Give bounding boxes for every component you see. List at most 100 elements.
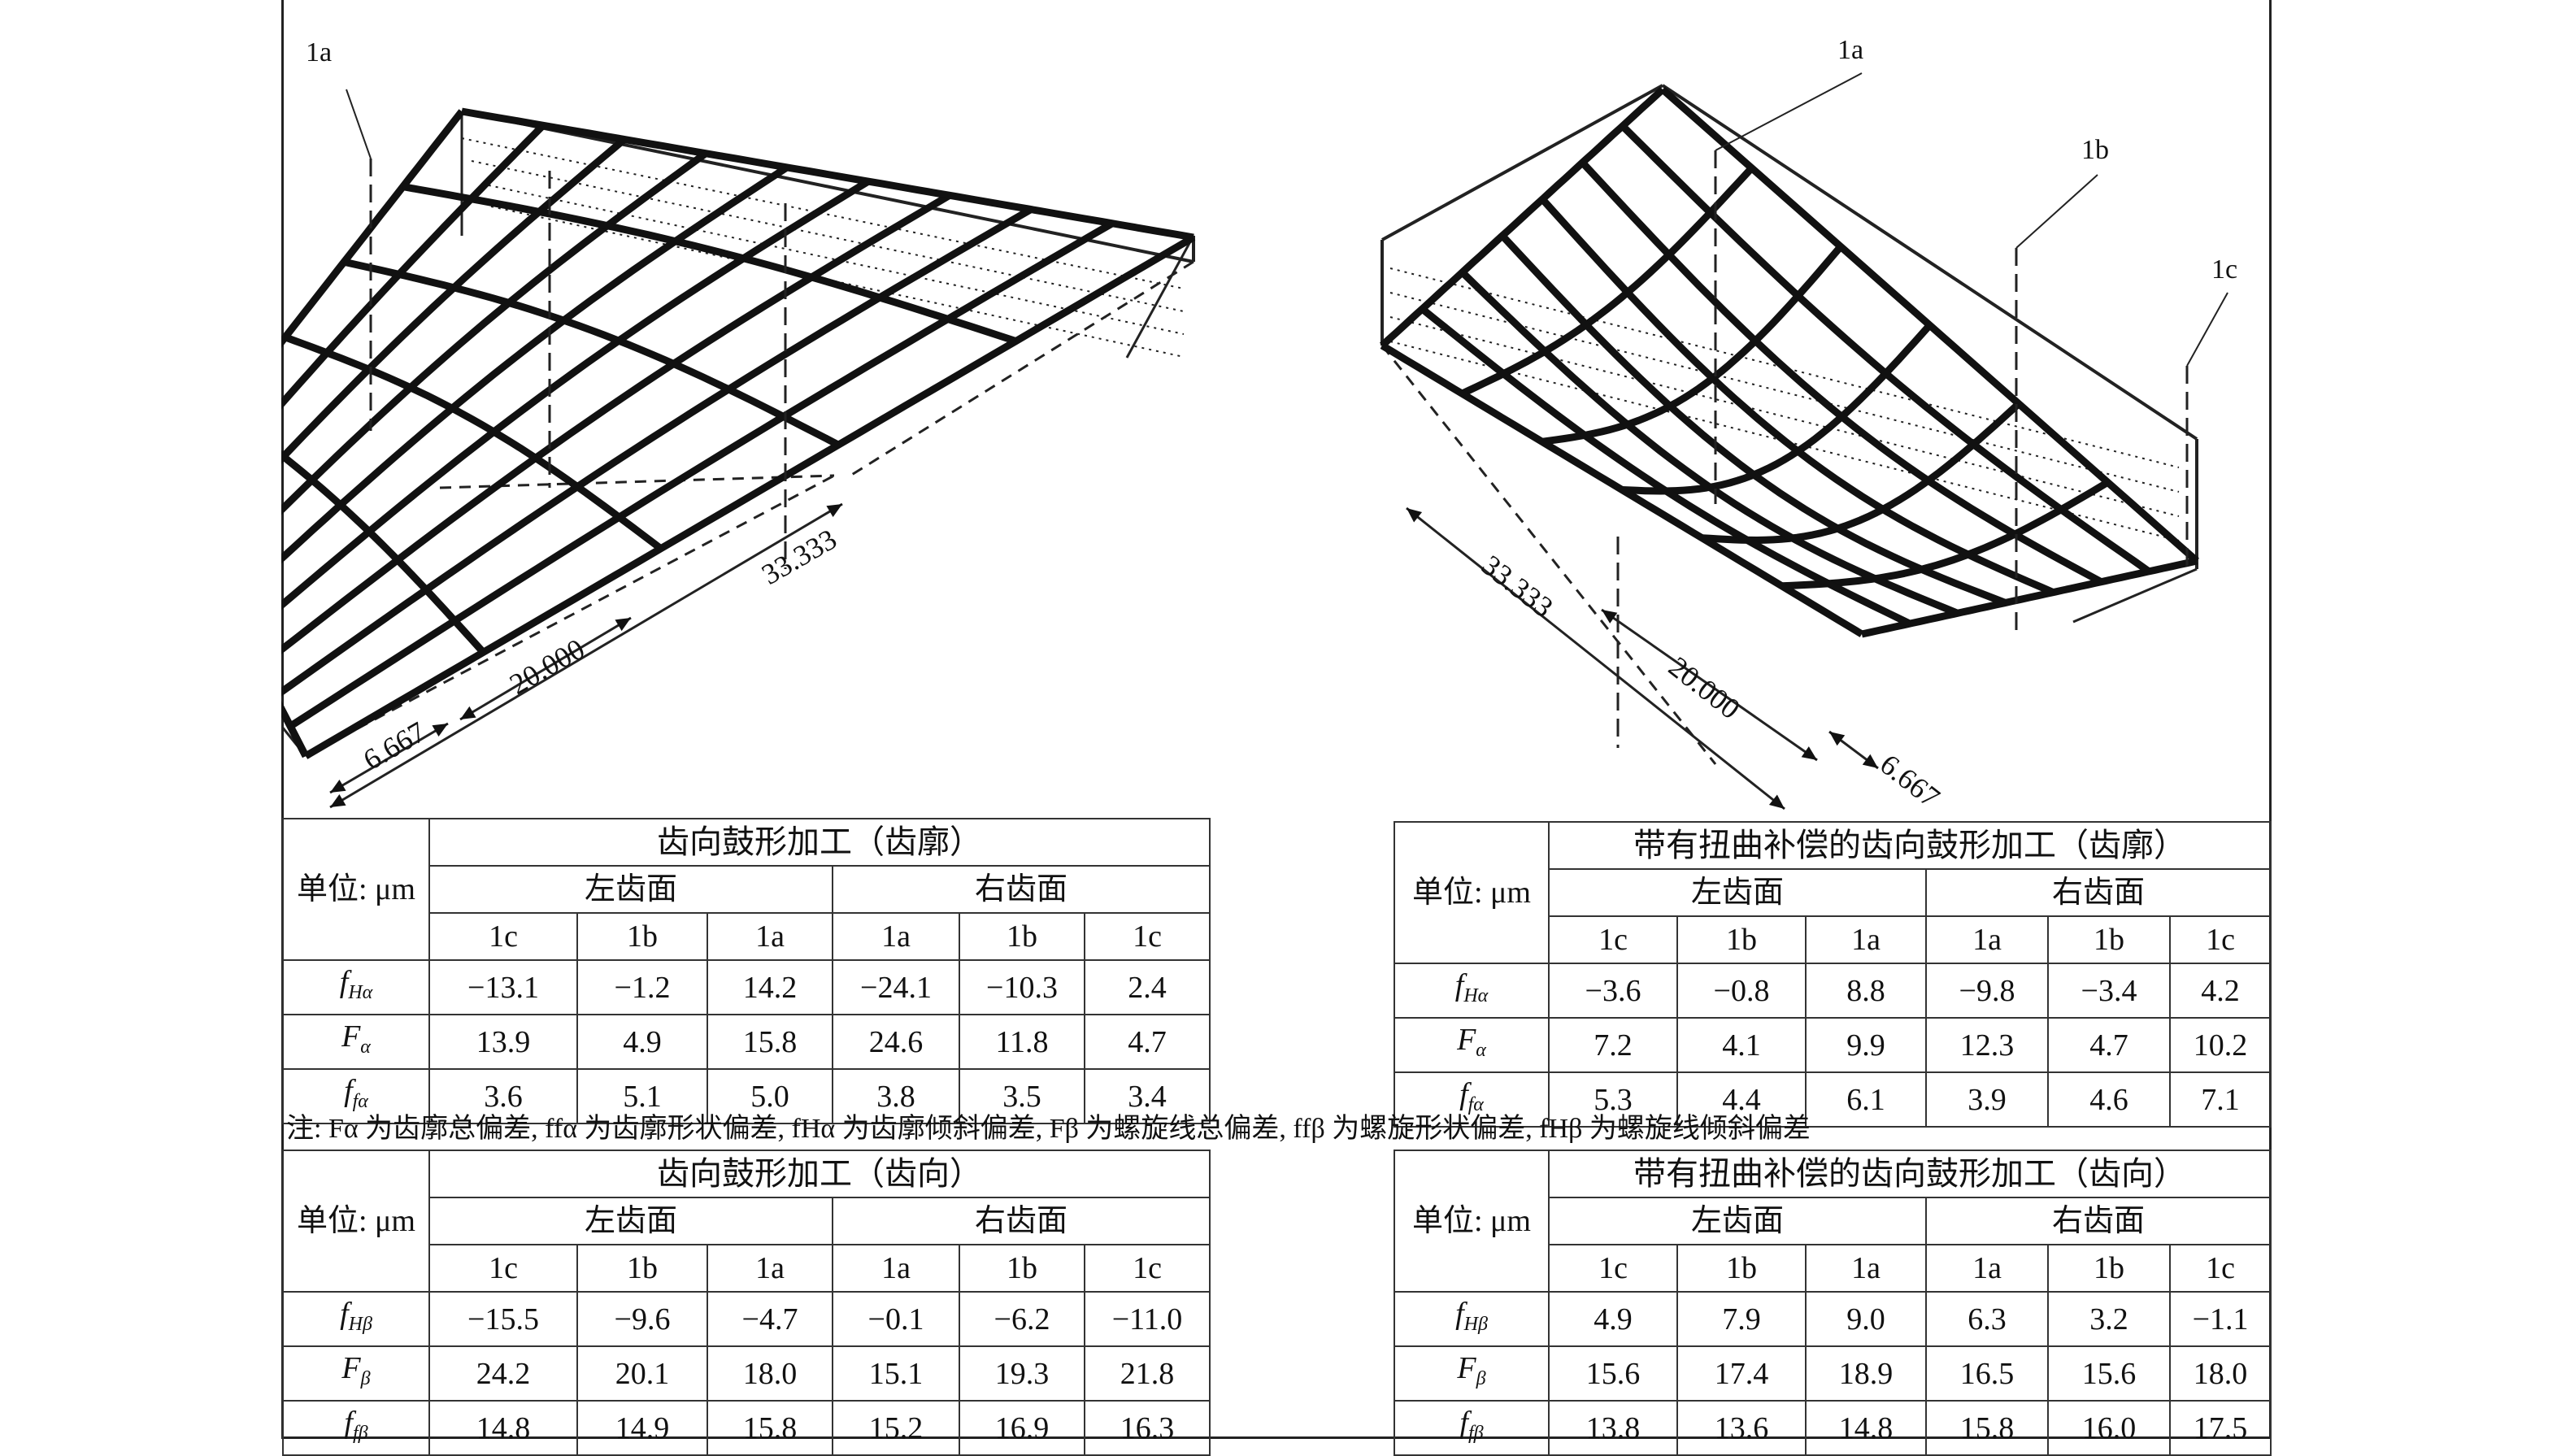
deviation-symbol: fHα — [282, 959, 430, 1015]
table-cell: 10.2 — [2168, 1017, 2272, 1073]
position-header: 1a — [832, 1244, 960, 1293]
unit-label: 单位: μm — [1394, 821, 1550, 964]
position-header: 1c — [1548, 915, 1678, 964]
table-cell: 18.0 — [2168, 1345, 2272, 1402]
position-header: 1c — [428, 912, 578, 961]
deviation-symbol: ffβ — [282, 1400, 430, 1456]
symbol-subscript: Hβ — [348, 1314, 372, 1335]
figure-frame — [281, 0, 2272, 1439]
table-cell: 13.6 — [1676, 1400, 1807, 1456]
arrow-head — [1829, 732, 1846, 746]
symbol-main: F — [341, 1351, 361, 1385]
grid-line — [281, 109, 465, 349]
grid-line — [1420, 306, 1911, 628]
table-title: 带有扭曲补偿的齿向鼓形加工（齿向） — [1547, 1150, 2272, 1198]
table-cell: 3.4 — [1084, 1068, 1211, 1124]
table-cell: −9.8 — [1925, 963, 2049, 1019]
dimension-line — [1601, 608, 1818, 762]
symbol-main: f — [1455, 1297, 1464, 1331]
table-cell: 15.8 — [707, 1014, 833, 1070]
symbol-main: F — [1457, 1023, 1476, 1057]
symbol-subscript: fβ — [352, 1423, 368, 1444]
symbol-subscript: fα — [352, 1091, 368, 1112]
deviation-symbol: fHβ — [282, 1291, 430, 1347]
position-header: 1b — [576, 1244, 708, 1293]
table-cell: 15.6 — [2047, 1345, 2171, 1402]
table-cell: −3.4 — [2047, 963, 2171, 1019]
grid-line — [402, 183, 1017, 345]
guide-dotted — [490, 206, 1185, 358]
table-cell: 6.1 — [1805, 1071, 1927, 1128]
dimension-value: 33.333 — [1476, 549, 1559, 624]
right-surface-grid — [1379, 84, 2199, 765]
table-cell: 3.5 — [959, 1068, 1085, 1124]
arrow-head — [460, 706, 476, 719]
position-header: 1b — [576, 912, 708, 961]
table-cell: 14.9 — [576, 1400, 708, 1456]
table-cell: 7.9 — [1676, 1291, 1807, 1347]
table-cell: 15.1 — [832, 1345, 960, 1402]
deviation-symbol: Fβ — [282, 1345, 430, 1402]
table-cell: 4.7 — [2047, 1017, 2171, 1073]
table-cell: 13.8 — [1548, 1400, 1678, 1456]
table-cell: 3.2 — [2047, 1291, 2171, 1347]
box-edge — [850, 260, 1194, 477]
deviation-symbol: Fα — [1394, 1017, 1550, 1073]
symbol-main: f — [340, 1297, 349, 1331]
symbol-main: f — [339, 965, 349, 999]
symbol-subscript: Hα — [1463, 985, 1489, 1006]
grid-line — [303, 234, 1196, 759]
table-cell: 4.1 — [1676, 1017, 1807, 1073]
table-cell: 19.3 — [959, 1345, 1085, 1402]
table-cell: 9.9 — [1805, 1017, 1927, 1073]
table-cell: 14.8 — [428, 1400, 578, 1456]
symbol-main: f — [344, 1074, 353, 1108]
grid-line — [1541, 244, 1844, 445]
table-row: fHβ−15.5−9.6−4.7−0.1−6.2−11.0 — [282, 1291, 1211, 1347]
grid-line — [1379, 86, 1666, 349]
guide-dotted — [480, 183, 1185, 335]
table-cell: 4.9 — [576, 1014, 708, 1070]
table-cell: 13.9 — [428, 1014, 578, 1070]
table-cell: −11.0 — [1084, 1291, 1211, 1347]
table-cell: 15.8 — [1925, 1400, 2049, 1456]
dimension-line — [459, 616, 632, 721]
symbol-main: F — [1457, 1351, 1476, 1385]
table-cell: −9.6 — [576, 1291, 708, 1347]
arrow-head — [1768, 794, 1785, 809]
position-header: 1c — [1084, 1244, 1211, 1293]
flank-group-row: 左齿面右齿面 — [1394, 1197, 2272, 1245]
position-header: 1b — [1676, 915, 1807, 964]
table-cell: −0.8 — [1676, 963, 1807, 1019]
grid-line — [281, 192, 952, 654]
table-cell: 24.2 — [428, 1345, 578, 1402]
grid-line — [343, 258, 841, 449]
surface-edge — [281, 700, 310, 758]
grid-line — [284, 333, 663, 552]
arrow-head — [826, 504, 842, 518]
symbol-main: f — [1459, 1406, 1468, 1440]
symbol-main: F — [341, 1019, 361, 1054]
table-cell: −4.7 — [707, 1291, 833, 1347]
symbol-subscript: Hβ — [1463, 1314, 1488, 1335]
table-cell: 4.4 — [1676, 1071, 1807, 1128]
table-title: 带有扭曲补偿的齿向鼓形加工（齿廓） — [1547, 821, 2272, 870]
table-cell: 6.3 — [1925, 1291, 2049, 1347]
dimension-line — [329, 722, 449, 794]
symbol-subscript: α — [360, 1037, 371, 1058]
grid-line — [1621, 322, 1933, 495]
table-cell: 16.5 — [1925, 1345, 2049, 1402]
table-cell: 11.8 — [959, 1014, 1085, 1070]
deviation-symbol: fHα — [1394, 963, 1550, 1019]
grid-line — [281, 450, 486, 655]
arrow-head — [432, 724, 448, 737]
